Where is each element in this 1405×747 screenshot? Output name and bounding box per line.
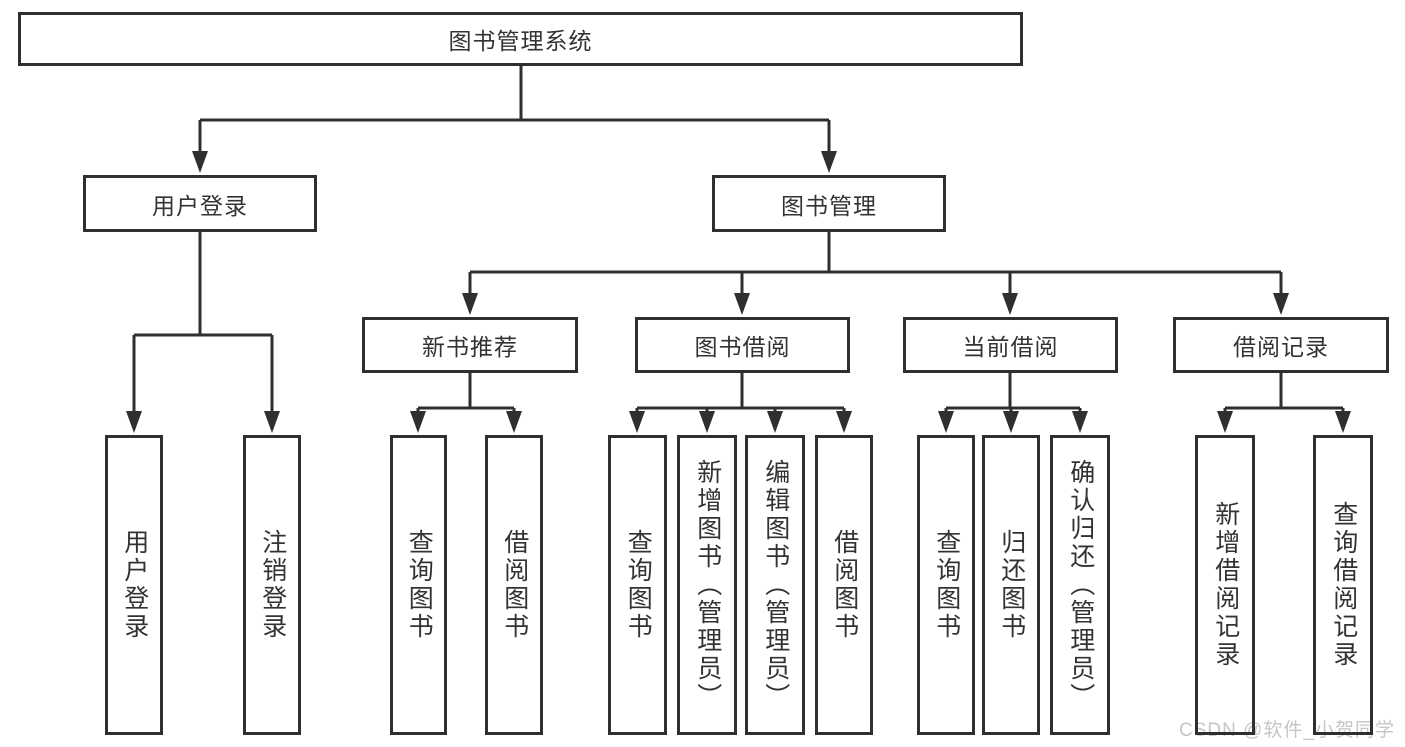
- leaf-add-borrow-record: 新增借阅记录: [1195, 435, 1255, 735]
- node-label: 借阅记录: [1233, 334, 1329, 360]
- leaf-query-books-recommend: 查询图书: [390, 435, 447, 735]
- leaf-query-books-borrow: 查询图书: [608, 435, 667, 735]
- csdn-watermark: CSDN @软件_小贺同学: [1179, 720, 1395, 741]
- node-label: 新增借阅记录: [1211, 501, 1240, 669]
- node-label: 图书借阅: [694, 334, 791, 360]
- node-label: 注销登录: [258, 529, 287, 641]
- node-label: 新书推荐: [422, 334, 518, 360]
- leaf-logout: 注销登录: [243, 435, 301, 735]
- node-label: 借阅图书: [500, 529, 529, 641]
- node-label: 图书管理: [781, 192, 877, 219]
- node-label: 用户登录: [120, 529, 149, 641]
- node-label: 新增图书（管理员）: [693, 459, 722, 711]
- node-label: 借阅图书: [830, 529, 859, 641]
- leaf-add-book-admin: 新增图书（管理员）: [677, 435, 737, 735]
- node-new-book-recommend: 新书推荐: [362, 317, 578, 373]
- node-book-borrowing: 图书借阅: [635, 317, 850, 373]
- node-label: 用户登录: [152, 192, 248, 219]
- node-label: 编辑图书（管理员）: [761, 459, 790, 711]
- node-label: 查询图书: [405, 529, 434, 641]
- leaf-query-borrow-record: 查询借阅记录: [1313, 435, 1373, 735]
- node-label: 当前借阅: [962, 334, 1059, 360]
- node-label: 查询借阅记录: [1329, 501, 1358, 669]
- node-label: 确认归还（管理员）: [1066, 459, 1095, 711]
- node-book-management: 图书管理: [712, 175, 946, 232]
- node-label: 图书管理系统: [448, 28, 593, 54]
- leaf-borrow-books: 借阅图书: [815, 435, 873, 735]
- leaf-confirm-return-admin: 确认归还（管理员）: [1050, 435, 1110, 735]
- node-label: 查询图书: [624, 529, 653, 641]
- node-label: 查询图书: [932, 529, 961, 641]
- node-user-login: 用户登录: [83, 175, 317, 232]
- node-borrowing-records: 借阅记录: [1173, 317, 1389, 373]
- leaf-borrow-books-recommend: 借阅图书: [485, 435, 543, 735]
- leaf-return-books: 归还图书: [982, 435, 1040, 735]
- leaf-user-login: 用户登录: [105, 435, 163, 735]
- node-library-management-system: 图书管理系统: [18, 12, 1023, 66]
- leaf-edit-book-admin: 编辑图书（管理员）: [745, 435, 805, 735]
- node-current-borrowing: 当前借阅: [903, 317, 1118, 373]
- leaf-query-books-current: 查询图书: [917, 435, 975, 735]
- node-label: 归还图书: [997, 529, 1026, 641]
